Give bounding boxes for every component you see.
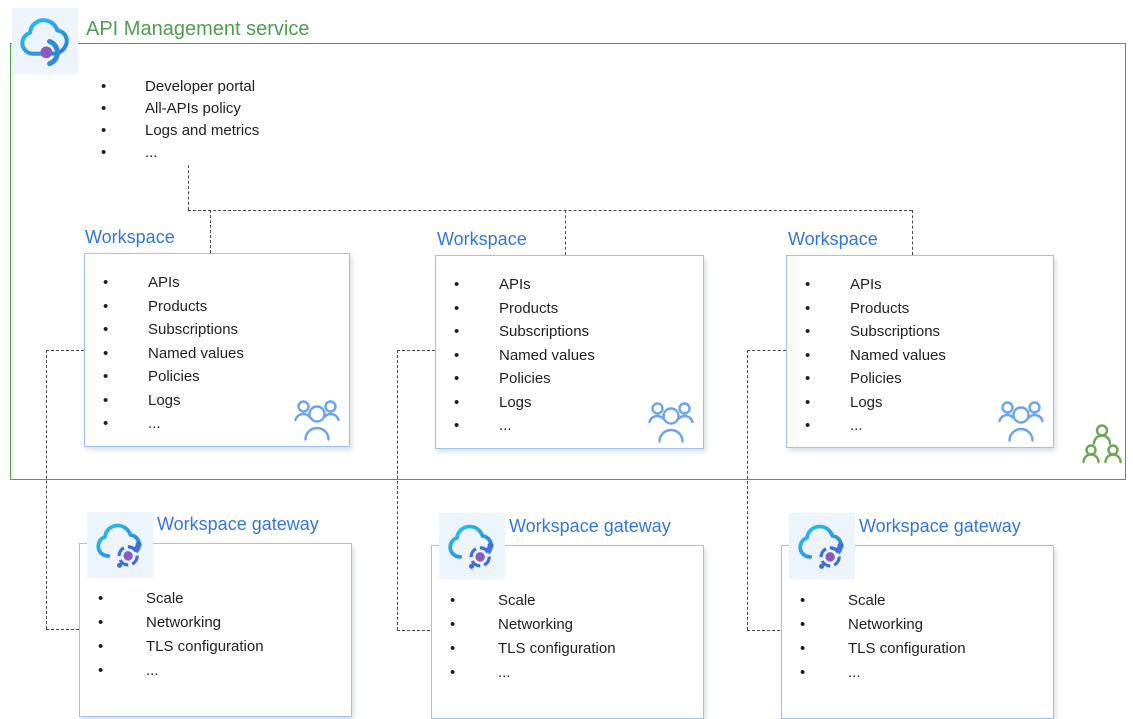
list-item: Scale [782,589,1053,613]
connector-drop-workspace-1 [210,210,211,253]
connector-drop-workspace-2 [565,210,566,255]
service-feature-list: Developer portalAll-APIs policyLogs and … [95,76,415,164]
list-item: Logs [85,389,349,413]
list-item: Named values [85,342,349,366]
list-item: ... [436,414,703,438]
list-item: Products [787,297,1053,321]
list-item: Logs [436,391,703,415]
list-item: Logs [787,391,1053,415]
list-item: TLS configuration [80,635,351,659]
connector-w1-into-gateway [46,629,79,630]
connector-w1-down [46,350,47,629]
list-item: Subscriptions [436,320,703,344]
gateway-1-title: Workspace gateway [157,514,319,534]
workspace-2-title: Workspace [437,229,527,249]
connector-w1-out [46,350,84,351]
workspace-gateway-cloud-icon [96,523,142,568]
list-item: Developer portal [95,76,415,98]
list-item: ... [782,661,1053,685]
list-item: TLS configuration [432,637,703,661]
list-item: APIs [436,273,703,297]
service-title: API Management service [86,18,310,40]
list-item: ... [80,659,351,683]
workspace-gateway-icon [87,512,153,578]
list-item: Named values [436,344,703,368]
connector-w2-down [397,350,398,630]
connector-service-stem [188,165,189,210]
list-item: Scale [432,589,703,613]
connector-drop-workspace-3 [912,210,913,255]
people-group-icon [294,400,340,441]
list-item: Scale [80,587,351,611]
gateway-2-title: Workspace gateway [509,516,671,536]
list-item: Policies [436,367,703,391]
list-item: TLS configuration [782,637,1053,661]
people-group-icon [648,402,694,443]
workspace-3-title: Workspace [788,229,878,249]
workspace-1-list: APIsProductsSubscriptionsNamed valuesPol… [85,271,349,436]
workspace-1-title: Workspace [85,227,175,247]
list-item: Subscriptions [85,318,349,342]
workspace-3-box: APIsProductsSubscriptionsNamed valuesPol… [786,255,1054,448]
list-item: ... [95,142,415,164]
list-item: All-APIs policy [95,98,415,120]
list-item: ... [432,661,703,685]
list-item: APIs [787,273,1053,297]
list-item: Named values [787,344,1053,368]
workspace-gateway-icon [439,513,505,579]
gateway-3-box: ScaleNetworkingTLS configuration... [781,545,1054,719]
list-item: Networking [782,613,1053,637]
connector-w3-out [747,350,786,351]
workspace-gateway-icon [789,513,855,579]
gateway-3-list: ScaleNetworkingTLS configuration... [782,589,1053,685]
list-item: Products [436,297,703,321]
list-item: Networking [80,611,351,635]
gateway-3-title: Workspace gateway [859,516,1021,536]
list-item: Policies [85,365,349,389]
list-item: APIs [85,271,349,295]
workspace-3-list: APIsProductsSubscriptionsNamed valuesPol… [787,273,1053,438]
workspace-2-list: APIsProductsSubscriptionsNamed valuesPol… [436,273,703,438]
people-group-icon [1082,424,1122,464]
list-item: Logs and metrics [95,120,415,142]
workspace-2-box: APIsProductsSubscriptionsNamed valuesPol… [435,255,704,449]
connector-trunk [188,210,912,211]
connector-w2-into-gateway [397,630,430,631]
list-item: Policies [787,367,1053,391]
api-management-service-frame [10,43,1126,480]
gateway-2-list: ScaleNetworkingTLS configuration... [432,589,703,685]
gateway-1-list: ScaleNetworkingTLS configuration... [80,587,351,683]
list-item: Subscriptions [787,320,1053,344]
api-management-cloud-icon [20,18,69,67]
connector-w2-out [397,350,435,351]
workspace-1-box: APIsProductsSubscriptionsNamed valuesPol… [84,253,350,447]
list-item: ... [85,412,349,436]
list-item: Networking [432,613,703,637]
list-item: Products [85,295,349,319]
connector-w3-down [747,350,748,630]
connector-w3-into-gateway [747,630,780,631]
list-item: ... [787,414,1053,438]
api-management-icon [12,8,78,74]
workspace-gateway-cloud-icon [448,524,494,569]
people-group-icon [998,401,1044,442]
workspace-gateway-cloud-icon [798,524,844,569]
